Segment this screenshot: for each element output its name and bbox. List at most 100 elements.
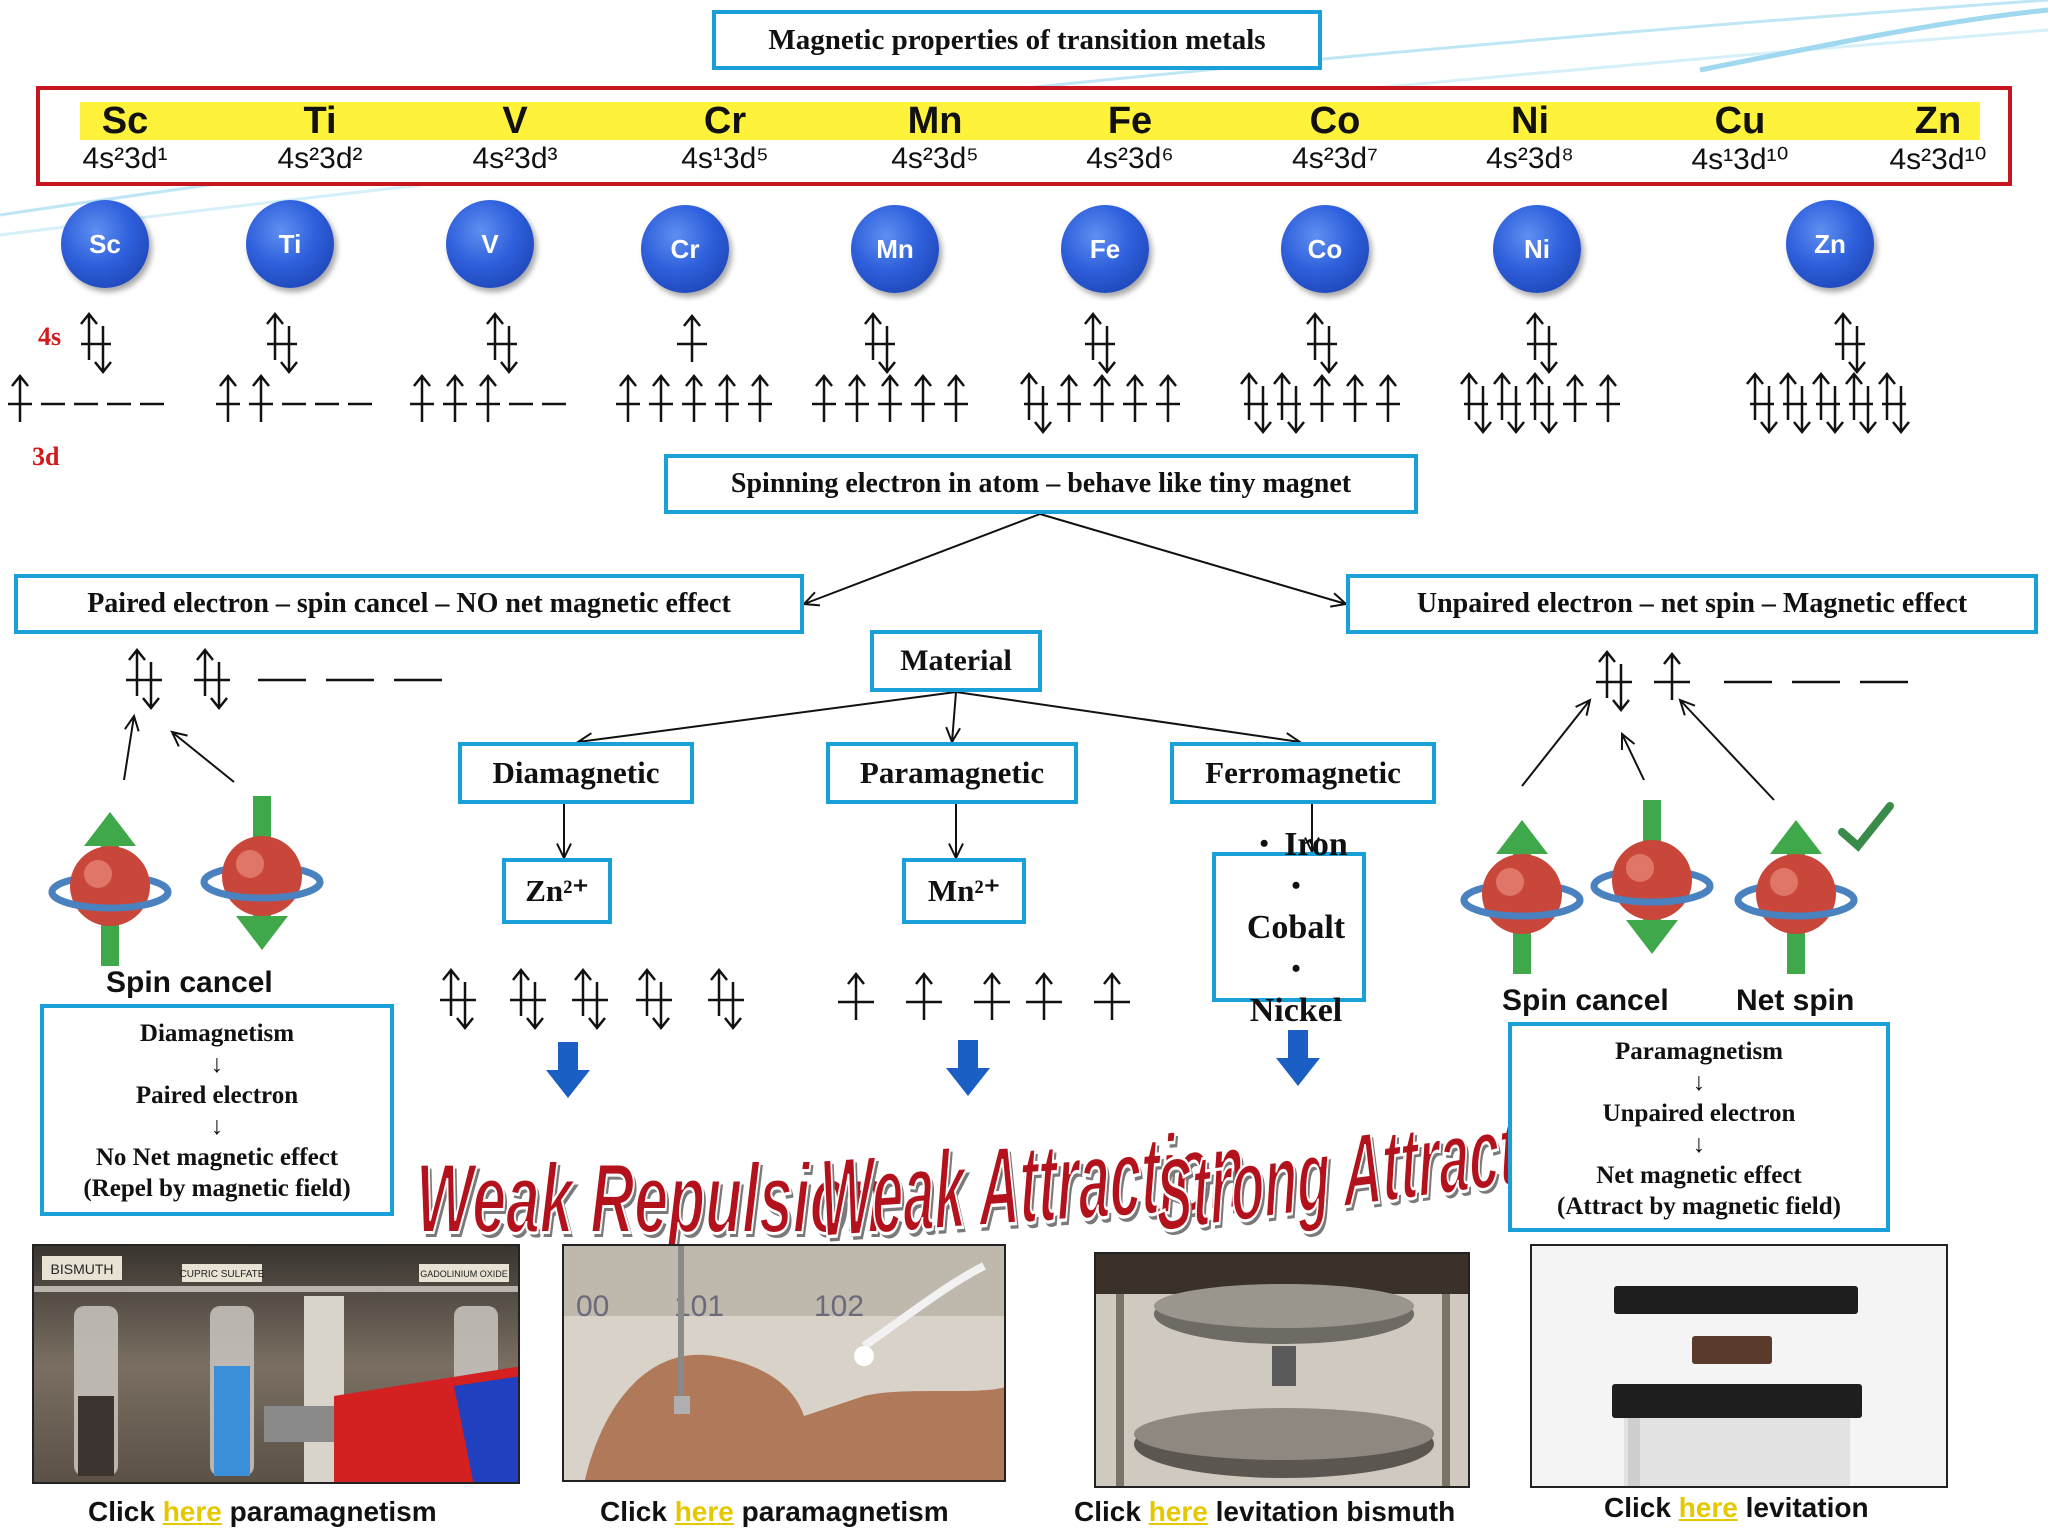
arrow-spin-right-3: [1678, 698, 1775, 801]
orbital-3d-cr-4-up: [751, 373, 769, 422]
orbital-3d-fe-0-up: [1020, 371, 1038, 420]
orbital-3d-v-0-up: [413, 373, 431, 422]
orbital-3d-sc-0-up: [11, 373, 29, 422]
atom-sc: Sc: [61, 200, 149, 288]
click-link-1-pre: Click: [88, 1496, 163, 1527]
orbital-4s-ti-down: [280, 326, 298, 375]
orbital-3d-fe-4-up: [1159, 373, 1177, 422]
orbital-4s-fe-down: [1098, 326, 1116, 375]
here-link-4[interactable]: here: [1678, 1492, 1738, 1523]
mn2-example-box: Mn²⁺: [902, 858, 1026, 924]
element-symbol-fe: Fe: [1107, 100, 1153, 142]
click-link-4-post: levitation: [1737, 1492, 1869, 1523]
element-symbol-ti: Ti: [303, 100, 337, 142]
element-config-cr: 4s¹3d⁵: [681, 142, 769, 175]
zn2-example-box: Zn²⁺: [502, 858, 612, 924]
orbital-3d-v-1-up: [446, 373, 464, 422]
orbital-4s-fe-up: [1084, 311, 1102, 360]
orbital-3d-mn-1-up: [848, 373, 866, 422]
diamagnetic-box: Diamagnetic: [458, 742, 694, 804]
click-link-3[interactable]: Click here levitation bismuth: [1074, 1496, 1455, 1528]
unpaired-example-orbital-0-up: [1598, 649, 1616, 698]
para-summary-arrow-2: ↓: [1692, 1131, 1706, 1158]
orbital-4s-v-down: [500, 326, 518, 375]
paired-example-orbital-0-up: [128, 647, 146, 696]
orbital-3d-mn-2-up: [881, 373, 899, 422]
orbital-3d-zn-3-down: [1859, 386, 1877, 435]
paramagnetism-summary-box: Paramagnetism ↓ Unpaired electron ↓ Net …: [1508, 1022, 1890, 1232]
click-link-3-post: levitation bismuth: [1207, 1496, 1456, 1527]
click-link-4[interactable]: Click here levitation: [1604, 1492, 1869, 1524]
orbital-3d-co-3-up: [1346, 373, 1364, 422]
photo1-tag-gadolinium: GADOLINIUM OXIDE: [420, 1269, 508, 1279]
dia-summary-arrow-1: ↓: [210, 1051, 224, 1078]
dia-summary-line-4: (Repel by magnetic field): [83, 1175, 351, 1202]
orbital-3d-fe-0-down: [1034, 386, 1052, 435]
para-summary-line-4: (Attract by magnetic field): [1557, 1193, 1841, 1220]
orbital-4s-mn-down: [878, 326, 896, 375]
photo1-tag-bismuth: BISMUTH: [51, 1261, 114, 1277]
orbital-3d-cr-3-up: [718, 373, 736, 422]
ferro-examples-box: Iron Cobalt Nickel: [1212, 826, 1366, 1029]
paired-example-orbital-1-up: [196, 647, 214, 696]
element-config-sc: 4s²3d¹: [82, 142, 168, 175]
orbital-3d-ni-1-down: [1507, 386, 1525, 435]
spin-cancel-left-caption: Spin cancel: [106, 966, 273, 999]
ferro-example-cobalt: Cobalt: [1230, 865, 1362, 948]
element-symbol-cu: Cu: [1714, 100, 1766, 142]
zn2-orbital-3-up: [638, 967, 656, 1016]
symbol-highlight-band: [80, 102, 1980, 140]
atom-cr: Cr: [641, 205, 729, 293]
zn2-orbital-3-down: [652, 982, 670, 1031]
element-symbol-zn: Zn: [1914, 100, 1962, 142]
orbital-3d-co-1-down: [1287, 386, 1305, 435]
orbital-4s-ti-up: [266, 311, 284, 360]
arrow-to-zn2: [556, 804, 572, 861]
click-link-1[interactable]: Click here paramagnetism: [88, 1496, 437, 1528]
orbital-4s-sc-down: [94, 326, 112, 375]
click-link-2[interactable]: Click here paramagnetism: [600, 1496, 949, 1528]
orbital-3d-v-2-up: [479, 373, 497, 422]
orbital-3d-zn-2-down: [1826, 386, 1844, 435]
arrow-to-diamagnetic: [575, 691, 957, 748]
ferromagnetic-box: Ferromagnetic: [1170, 742, 1436, 804]
mn2-orbital-2-up: [983, 971, 1001, 1020]
orbital-3d-cr-0-up: [619, 373, 637, 422]
here-link-2[interactable]: here: [674, 1496, 734, 1527]
orbital-4s-zn-down: [1848, 326, 1866, 375]
orbital-4s-co-down: [1320, 326, 1338, 375]
orbital-3d-ni-2-up: [1526, 371, 1544, 420]
orbital-3d-zn-3-up: [1845, 371, 1863, 420]
orbital-3d-zn-4-down: [1892, 386, 1910, 435]
zn2-orbital-2-down: [588, 982, 606, 1031]
orbital-3d-fe-3-up: [1126, 373, 1144, 422]
orbital-3d-zn-2-up: [1812, 371, 1830, 420]
orbital-3d-co-0-up: [1240, 371, 1258, 420]
unpaired-example-orbital-1-up: [1663, 651, 1681, 700]
orbital-3d-ni-0-down: [1474, 386, 1492, 435]
here-link-3[interactable]: here: [1148, 1496, 1208, 1527]
orbital-3d-co-1-up: [1273, 371, 1291, 420]
mn2-orbital-1-up: [915, 971, 933, 1020]
dia-summary-line-3: No Net magnetic effect: [95, 1144, 339, 1171]
orbital-3d-ni-4-up: [1599, 373, 1617, 422]
mn2-orbital-4-up: [1103, 971, 1121, 1020]
photo2-tag-00: 00: [576, 1290, 609, 1323]
zn2-orbital-0-up: [442, 967, 460, 1016]
element-symbol-v: V: [502, 100, 528, 142]
element-config-fe: 4s²3d⁶: [1086, 142, 1174, 175]
arrow-to-unpaired: [1039, 513, 1349, 608]
orbital-4s-co-up: [1306, 311, 1324, 360]
element-symbol-sc: Sc: [101, 100, 149, 142]
zn2-orbital-4-down: [724, 982, 742, 1031]
here-link-1[interactable]: here: [162, 1496, 222, 1527]
atom-co: Co: [1281, 205, 1369, 293]
photo-levitation: [1530, 1244, 1948, 1488]
orbital-3d-mn-4-up: [947, 373, 965, 422]
orbital-3d-cr-2-up: [685, 373, 703, 422]
dia-summary-arrow-2: ↓: [210, 1113, 224, 1140]
orbital-4s-cr-up: [683, 313, 701, 362]
orbital-3d-zn-1-up: [1779, 371, 1797, 420]
click-link-2-post: paramagnetism: [733, 1496, 949, 1527]
blue-arrow-ferro: [1276, 1030, 1320, 1086]
